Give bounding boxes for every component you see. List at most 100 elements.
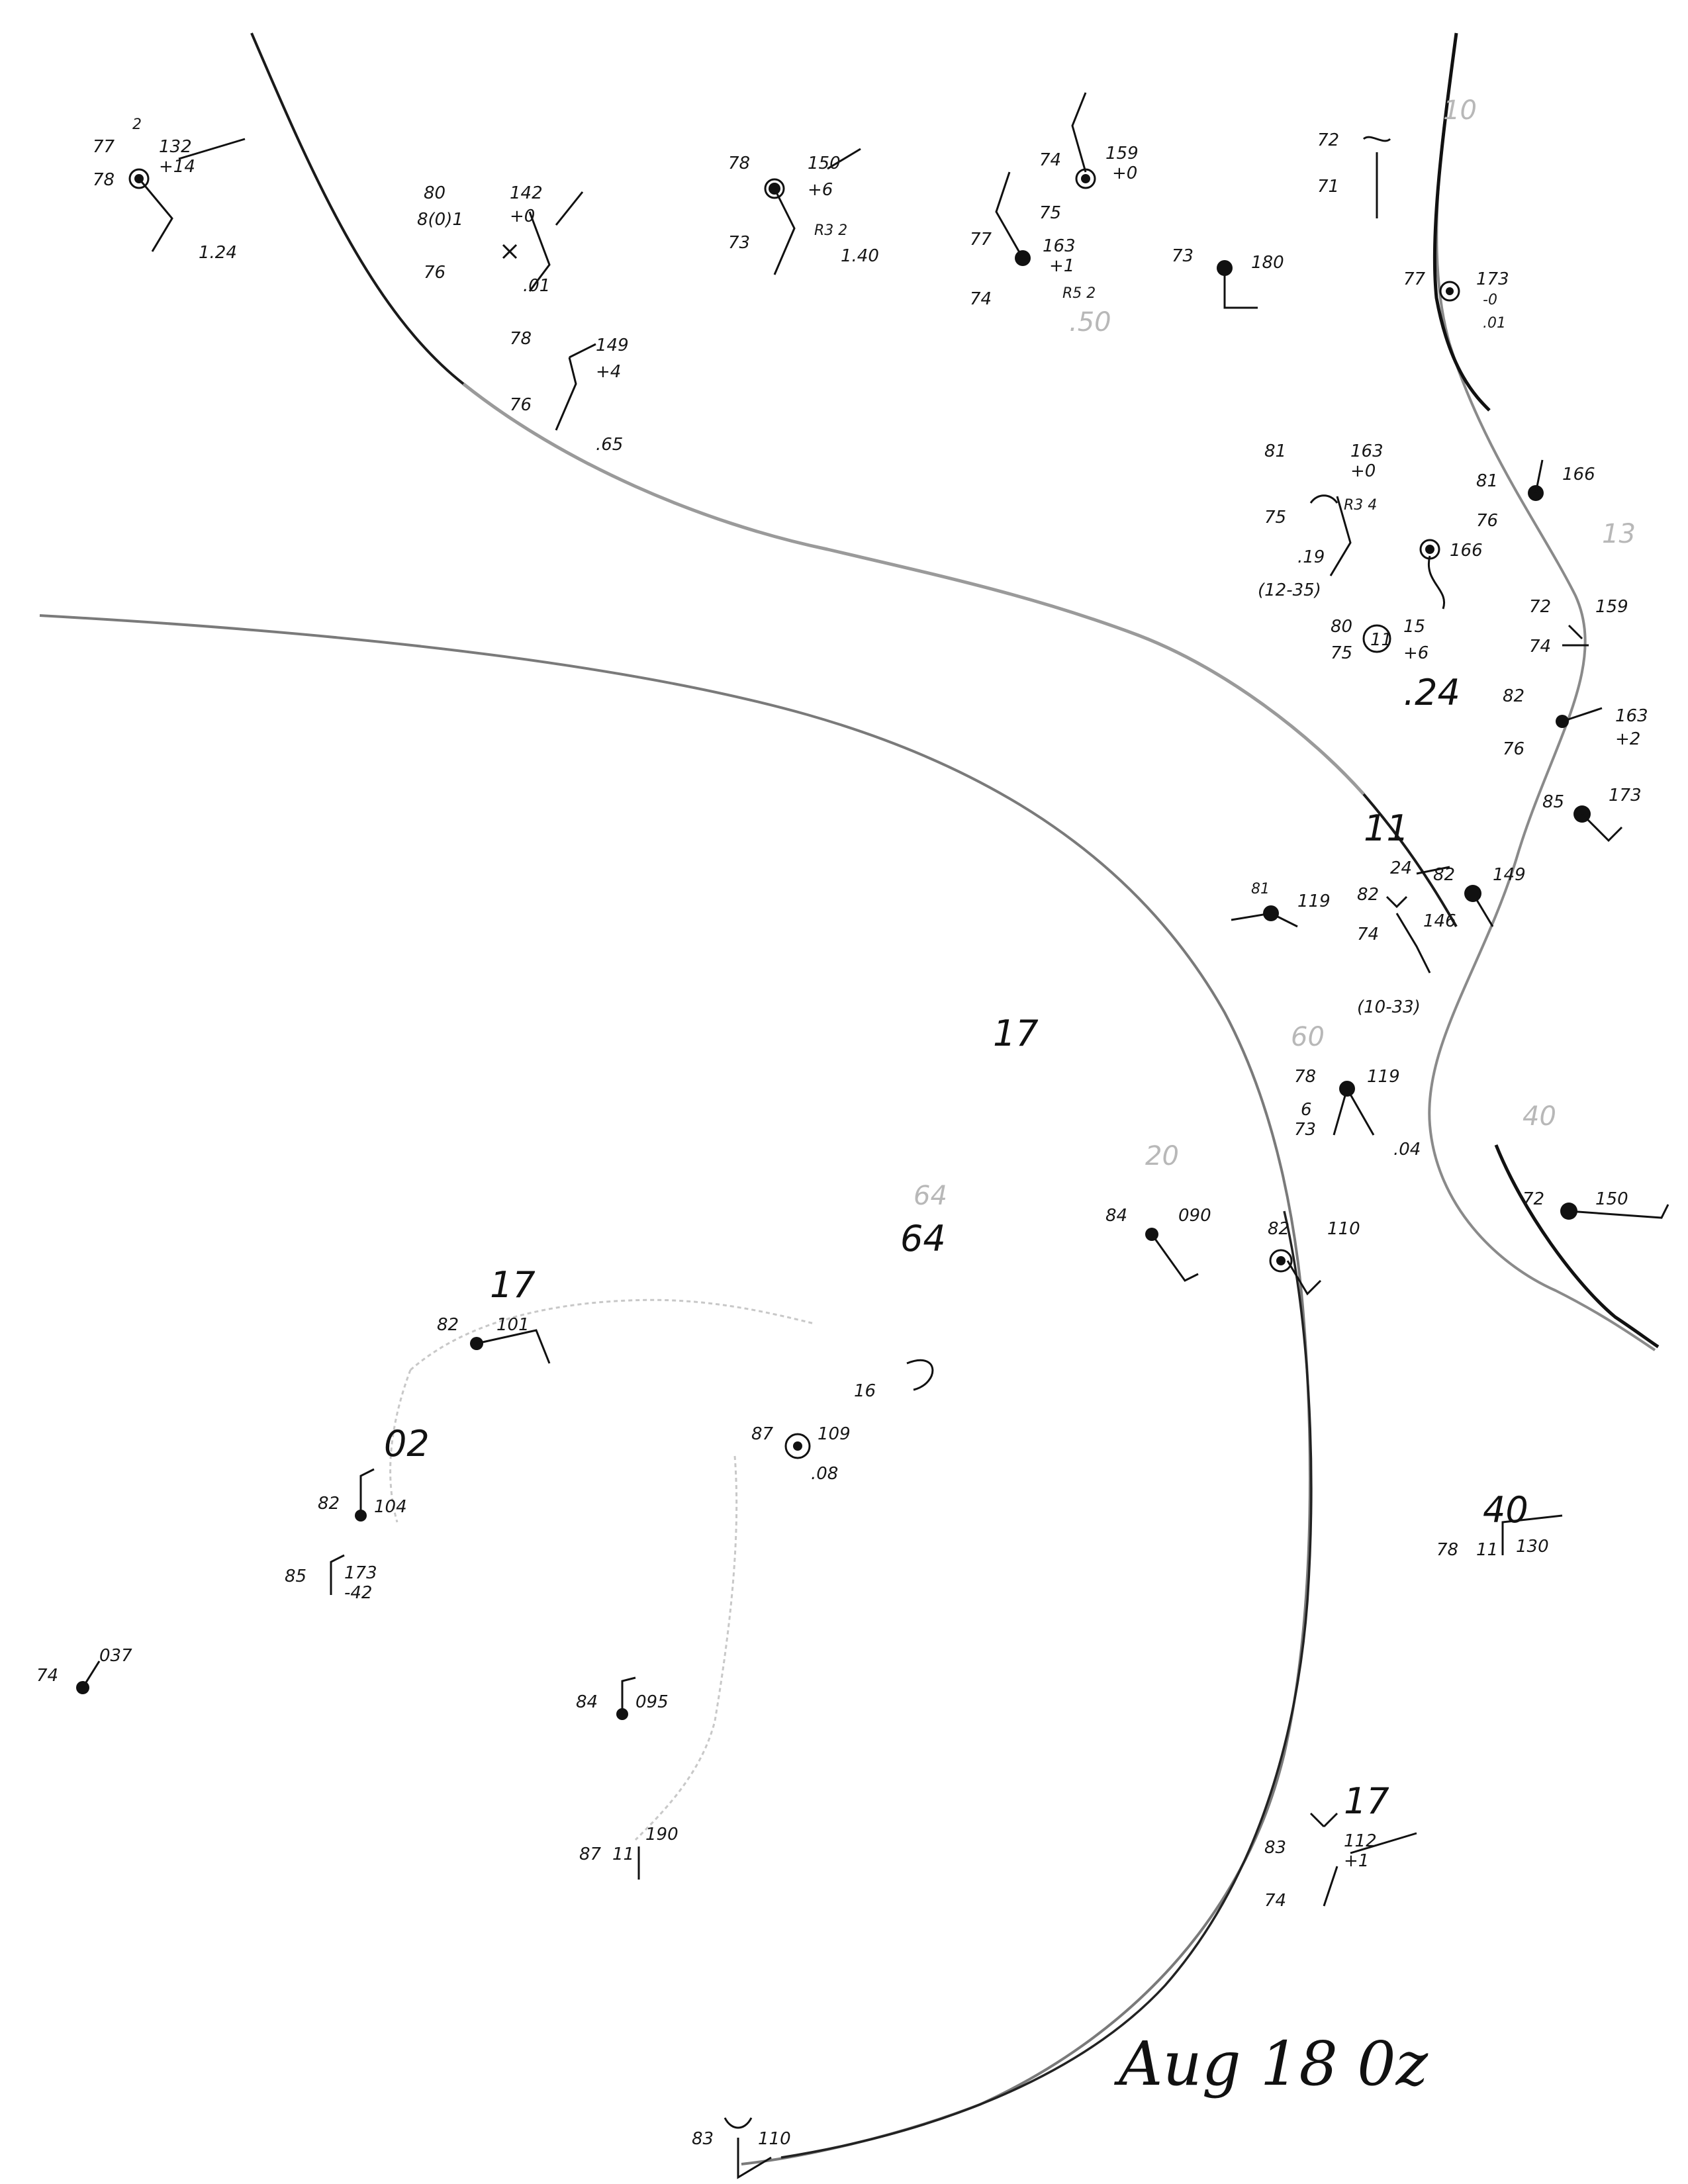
station-temp: 78 bbox=[728, 154, 750, 173]
station-plot: 81 75 163 +0 R3 4 .19 bbox=[1264, 441, 1383, 576]
station-precip: .19 bbox=[1297, 547, 1325, 567]
station-dew: 74 bbox=[1357, 925, 1379, 944]
wind-barb-icon bbox=[359, 1468, 375, 1516]
station-pressure: 163 bbox=[1043, 236, 1076, 256]
station-extra: R3 2 bbox=[814, 222, 847, 239]
station-pressure: 159 bbox=[1105, 144, 1139, 163]
station-pressure: 163 bbox=[1615, 706, 1648, 726]
station-tendency: +6 bbox=[1403, 643, 1429, 663]
station-circle-icon bbox=[1362, 624, 1391, 653]
isobar-middle bbox=[39, 614, 1311, 2165]
wind-barb-icon bbox=[1329, 496, 1352, 576]
wind-shaft-icon bbox=[827, 148, 861, 170]
station-circle-icon bbox=[784, 1433, 811, 1459]
station-pressure: 112 bbox=[1344, 1831, 1377, 1851]
station-temp: 78 bbox=[510, 329, 532, 349]
isobar-right bbox=[1428, 32, 1656, 1351]
station-plot: 78 76 149 +4 .65 bbox=[510, 329, 629, 455]
station-dew: 76 bbox=[510, 395, 532, 415]
isobar-label-40-faint: 40 bbox=[1523, 1101, 1556, 1132]
wind-barb-icon bbox=[1534, 459, 1544, 494]
station-precip: .08 bbox=[811, 1464, 838, 1484]
station-plot: 84 090 bbox=[1105, 1206, 1211, 1282]
station-temp: 72 bbox=[1317, 130, 1339, 150]
wind-barb-icon bbox=[1223, 268, 1258, 309]
station-temp: 77 bbox=[970, 230, 992, 250]
isobar-label-17-center: 17 bbox=[993, 1013, 1039, 1054]
station-dew: 11 bbox=[1476, 1540, 1498, 1560]
gulf-scrawl-icon bbox=[906, 1359, 934, 1391]
station-plot: 72 150 bbox=[1523, 1189, 1669, 1220]
station-precip: .04 bbox=[1393, 1140, 1421, 1160]
wind-shaft-icon bbox=[555, 191, 584, 226]
station-dew: 11 bbox=[612, 1844, 634, 1864]
station-plot: 74 75 159 +0 bbox=[1039, 92, 1139, 223]
wind-barb-icon bbox=[1333, 1088, 1375, 1136]
station-temp: 87 bbox=[751, 1424, 774, 1444]
station-pressure: 180 bbox=[1251, 253, 1284, 273]
station-temp: 72 bbox=[1523, 1189, 1544, 1209]
weather-symbol-icon bbox=[1385, 895, 1408, 909]
coastline-faint bbox=[389, 1298, 815, 1841]
station-pressure: 149 bbox=[596, 336, 629, 355]
station-temp: 77 bbox=[93, 137, 115, 157]
station-temp: 85 bbox=[1542, 792, 1564, 812]
wind-barb-icon bbox=[138, 178, 173, 252]
weather-symbol-icon bbox=[1309, 494, 1338, 504]
station-plot: 78 73 6 119 .04 bbox=[1294, 1067, 1421, 1160]
station-pressure: 110 bbox=[1327, 1219, 1360, 1239]
station-extra: 24 bbox=[1390, 858, 1412, 878]
wind-barb-icon bbox=[555, 343, 596, 431]
station-fill-icon bbox=[1425, 545, 1434, 554]
frontal-lines bbox=[39, 32, 1660, 2165]
wind-barb-icon bbox=[476, 1329, 551, 1364]
station-plot: 82 104 bbox=[318, 1468, 407, 1522]
station-pressure: 149 bbox=[1493, 865, 1526, 885]
station-temp: 72 bbox=[1529, 597, 1551, 617]
station-pressure: 150 bbox=[1595, 1189, 1628, 1209]
station-pressure: 132 bbox=[159, 137, 192, 157]
station-pressure: 109 bbox=[818, 1424, 851, 1444]
station-circle-icon bbox=[1269, 1249, 1293, 1273]
station-dew: 74 bbox=[1529, 637, 1551, 657]
station-tendency: +0 bbox=[1112, 163, 1137, 183]
station-pressure: 159 bbox=[1595, 597, 1628, 617]
gulf-scrawl-label: 16 bbox=[854, 1381, 876, 1401]
station-tendency: +0 bbox=[1350, 461, 1376, 481]
station-precip: .01 bbox=[1483, 315, 1506, 332]
station-pressure: 037 bbox=[99, 1646, 132, 1666]
station-precip: .01 bbox=[523, 276, 550, 296]
station-plot: 80 8(0)1 76 142 +0 .01 bbox=[417, 183, 584, 296]
wind-barb-icon bbox=[1323, 1832, 1417, 1907]
station-tendency: +1 bbox=[1049, 256, 1074, 276]
isobar-right-ink bbox=[1432, 32, 1491, 412]
wind-barb-icon bbox=[1286, 1260, 1322, 1296]
station-plot: 81 76 166 bbox=[1476, 459, 1595, 531]
station-plot: 85 173 bbox=[1542, 786, 1642, 842]
wind-barb-icon bbox=[1071, 92, 1087, 173]
station-plot: 11 80 75 15 +6 .24 bbox=[1331, 617, 1460, 713]
station-note: (12-35) bbox=[1258, 580, 1321, 600]
station-plot: 72 71 bbox=[1317, 130, 1391, 218]
station-dew: 76 bbox=[1476, 511, 1498, 531]
station-fill-icon bbox=[1081, 174, 1090, 183]
wind-barb-icon bbox=[81, 1661, 101, 1688]
station-temp: 81 bbox=[1476, 471, 1498, 491]
station-temp: 78 bbox=[1436, 1540, 1458, 1560]
weather-symbol-icon bbox=[1309, 1812, 1338, 1828]
station-pressure: 166 bbox=[1450, 541, 1483, 561]
station-temp: 84 bbox=[1105, 1206, 1127, 1226]
station-temp: 81 bbox=[1251, 881, 1270, 897]
station-pressure: 173 bbox=[344, 1563, 377, 1583]
wind-barb-icon bbox=[1395, 913, 1431, 974]
station-precip: .50 bbox=[1069, 307, 1111, 338]
station-temp: 85 bbox=[285, 1567, 306, 1586]
isobar-label-11: 11 bbox=[1364, 807, 1409, 849]
station-dew: 74 bbox=[1264, 1891, 1286, 1911]
station-dew: 75 bbox=[1331, 643, 1352, 663]
station-pressure: 150 bbox=[808, 154, 841, 173]
wind-barb-icon bbox=[330, 1554, 345, 1595]
weather-symbol-icon bbox=[724, 2117, 753, 2129]
station-tendency: -42 bbox=[344, 1583, 372, 1603]
